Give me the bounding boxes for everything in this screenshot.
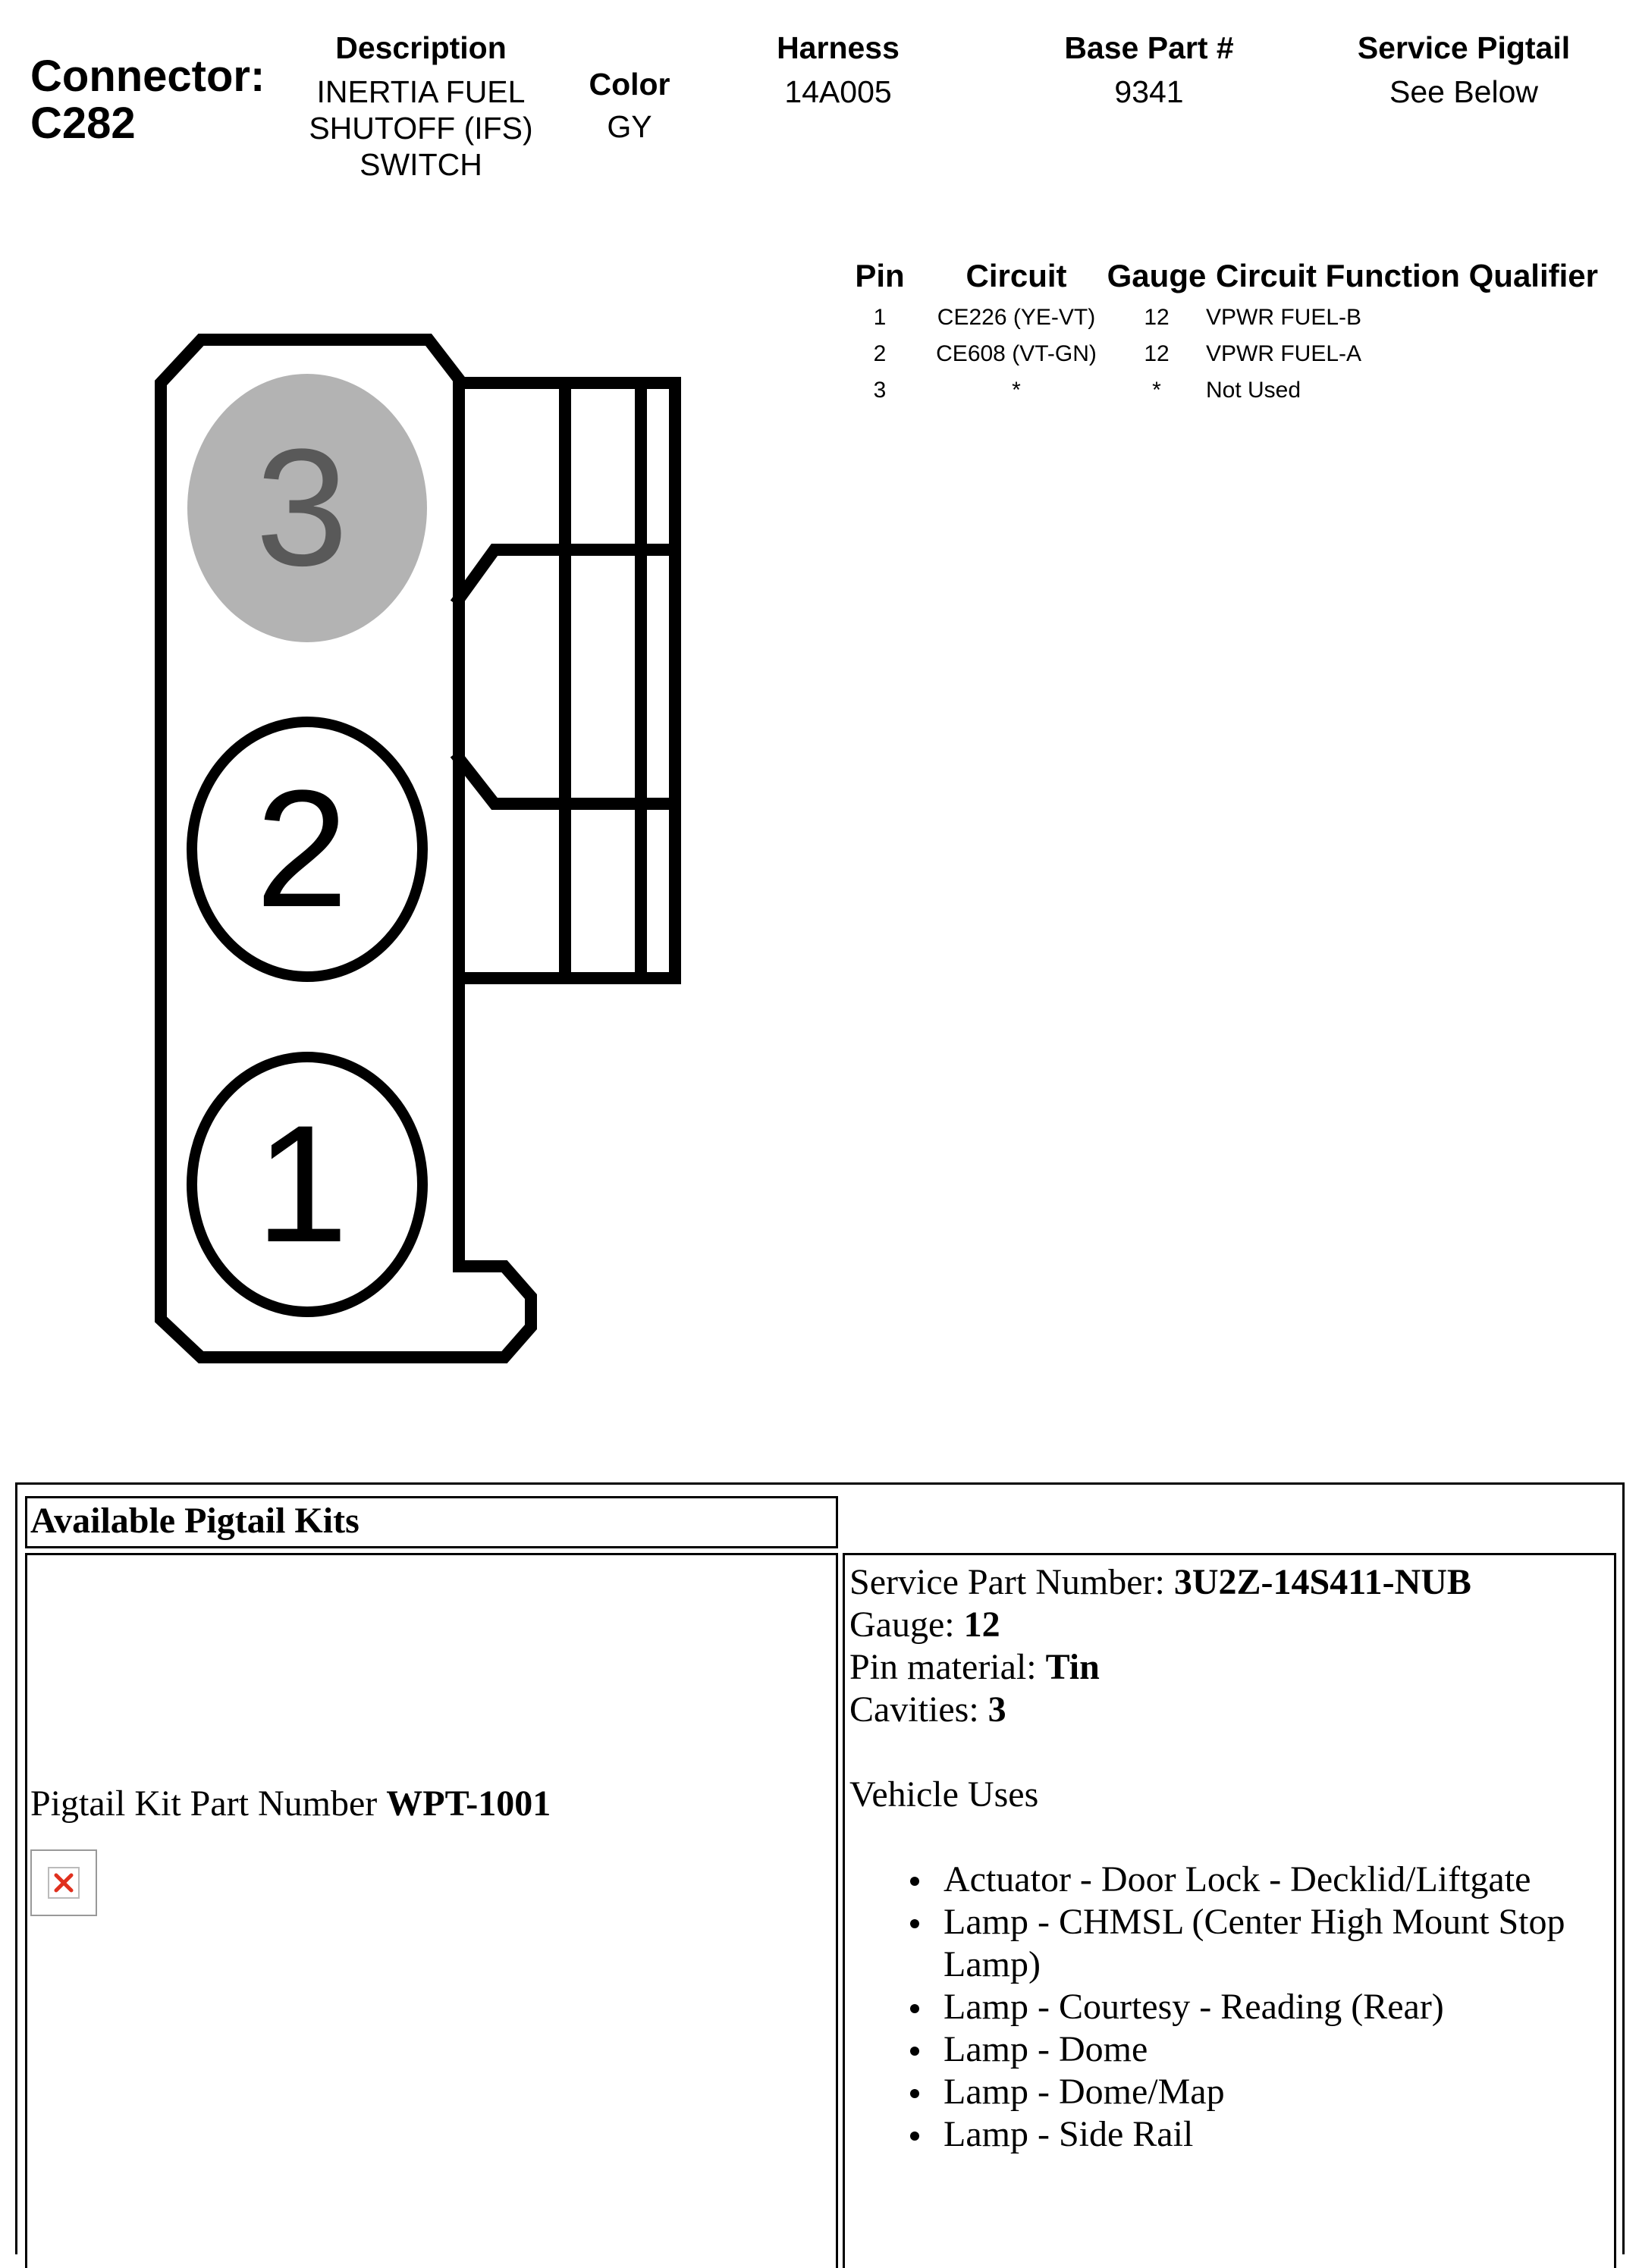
service-part-number-line: Service Part Number: 3U2Z-14S411-NUB [849, 1561, 1609, 1604]
pin-circuit: CE608 (VT-GN) [936, 341, 1097, 366]
description-column: Description INERTIA FUEL SHUTOFF (IFS) S… [288, 30, 554, 183]
base-part-label: Base Part # [1064, 30, 1234, 65]
description-line: SWITCH [360, 147, 482, 182]
cavity-number: 3 [256, 414, 348, 601]
pin-circuit: * [1012, 378, 1021, 403]
pin-circuit: CE226 (YE-VT) [937, 305, 1096, 330]
pin-table: Pin Circuit Gauge Circuit Function Quali… [834, 258, 1608, 417]
pin-row: 1 CE226 (YE-VT) 12 VPWR FUEL-B [834, 305, 1608, 341]
list-item: Lamp - Dome [910, 2028, 1609, 2071]
connector-label: Connector: [30, 52, 265, 101]
service-pigtail-label: Service Pigtail [1357, 30, 1571, 65]
list-item: Lamp - Dome/Map [910, 2071, 1609, 2113]
base-part-value: 9341 [1114, 74, 1184, 109]
harness-column: Harness 14A005 [728, 30, 948, 110]
kit-number-cell: Pigtail Kit Part Number WPT-1001 [25, 1553, 838, 2268]
cavity-circle [187, 717, 428, 982]
kit-number-value: WPT-1001 [386, 1783, 551, 1824]
color-value: GY [607, 109, 652, 144]
connector-title: Connector: C282 [30, 53, 265, 147]
cavities-line: Cavities: 3 [849, 1689, 1609, 1731]
color-label: Color [589, 67, 670, 102]
cavity-2: 2 [187, 717, 428, 982]
list-item: Actuator - Door Lock - Decklid/Liftgate [910, 1859, 1609, 1901]
description-label: Description [335, 30, 507, 65]
base-part-column: Base Part # 9341 [1031, 30, 1267, 110]
service-pigtail-column: Service Pigtail See Below [1320, 30, 1608, 110]
broken-image-icon [30, 1849, 97, 1916]
connector-face-diagram: 3 2 1 [155, 334, 681, 1363]
service-pigtail-value: See Below [1389, 74, 1538, 109]
pin-number: 3 [873, 378, 887, 403]
harness-value: 14A005 [784, 74, 892, 109]
pin-material-line: Pin material: Tin [849, 1646, 1609, 1689]
kit-number-line: Pigtail Kit Part Number WPT-1001 [30, 1783, 551, 1825]
color-column: Color GY [561, 67, 698, 145]
pin-gauge: * [1152, 378, 1161, 403]
gauge-line: Gauge: 12 [849, 1604, 1609, 1646]
detail-value: Tin [1045, 1647, 1100, 1687]
cavity-circle [187, 374, 427, 642]
detail-value: 3U2Z-14S411-NUB [1173, 1562, 1471, 1602]
description-line: INERTIA FUEL [316, 74, 526, 109]
kit-number-label: Pigtail Kit Part Number [30, 1783, 387, 1824]
pin-number: 1 [873, 305, 887, 330]
pigtail-kits-heading: Available Pigtail Kits [30, 1501, 360, 1541]
cavity-number: 1 [256, 1090, 348, 1277]
pin-function: Not Used [1206, 378, 1301, 403]
connector-id: C282 [30, 99, 136, 148]
circuit-header: Circuit [966, 258, 1067, 293]
cavity-circle [187, 1052, 428, 1317]
detail-label: Gauge: [849, 1605, 964, 1645]
broken-image-glyph [48, 1867, 80, 1899]
pin-function: VPWR FUEL-A [1206, 341, 1362, 366]
list-item: Lamp - CHMSL (Center High Mount Stop Lam… [910, 1901, 1609, 1986]
vehicle-uses-label: Vehicle Uses [849, 1774, 1039, 1815]
pin-gauge: 12 [1144, 341, 1170, 366]
cavity-number: 2 [256, 755, 348, 942]
pin-row: 3 * * Not Used [834, 378, 1608, 414]
kit-details-cell: Service Part Number: 3U2Z-14S411-NUB Gau… [843, 1553, 1616, 2268]
list-item: Lamp - Side Rail [910, 2113, 1609, 2156]
pigtail-kits-section: Available Pigtail Kits Pigtail Kit Part … [15, 1482, 1625, 2268]
cavity-3: 3 [187, 374, 427, 642]
gauge-header: Gauge [1107, 258, 1207, 293]
detail-value: 3 [987, 1689, 1006, 1730]
pin-header: Pin [855, 258, 905, 293]
vehicle-uses-list: Actuator - Door Lock - Decklid/Liftgate … [849, 1859, 1609, 2156]
list-item: Lamp - Courtesy - Reading (Rear) [910, 1986, 1609, 2028]
harness-label: Harness [777, 30, 900, 65]
pin-function: VPWR FUEL-B [1206, 305, 1362, 330]
detail-label: Service Part Number: [849, 1562, 1174, 1602]
cavity-1: 1 [187, 1052, 428, 1317]
kit-details: Service Part Number: 3U2Z-14S411-NUB Gau… [845, 1555, 1614, 2156]
pin-number: 2 [873, 341, 887, 366]
description-value: INERTIA FUEL SHUTOFF (IFS) SWITCH [288, 74, 554, 183]
detail-value: 12 [963, 1605, 1000, 1645]
function-header: Circuit Function Qualifier [1215, 258, 1599, 293]
pin-gauge: 12 [1144, 305, 1170, 330]
latch-hook [450, 544, 556, 608]
detail-label: Pin material: [849, 1647, 1046, 1687]
pigtail-kits-heading-cell: Available Pigtail Kits [25, 1496, 838, 1548]
pin-row: 2 CE608 (VT-GN) 12 VPWR FUEL-A [834, 341, 1608, 378]
detail-label: Cavities: [849, 1689, 988, 1730]
description-line: SHUTOFF (IFS) [309, 111, 533, 146]
latch-hook [450, 749, 556, 810]
connector-housing-outline [155, 334, 537, 1363]
